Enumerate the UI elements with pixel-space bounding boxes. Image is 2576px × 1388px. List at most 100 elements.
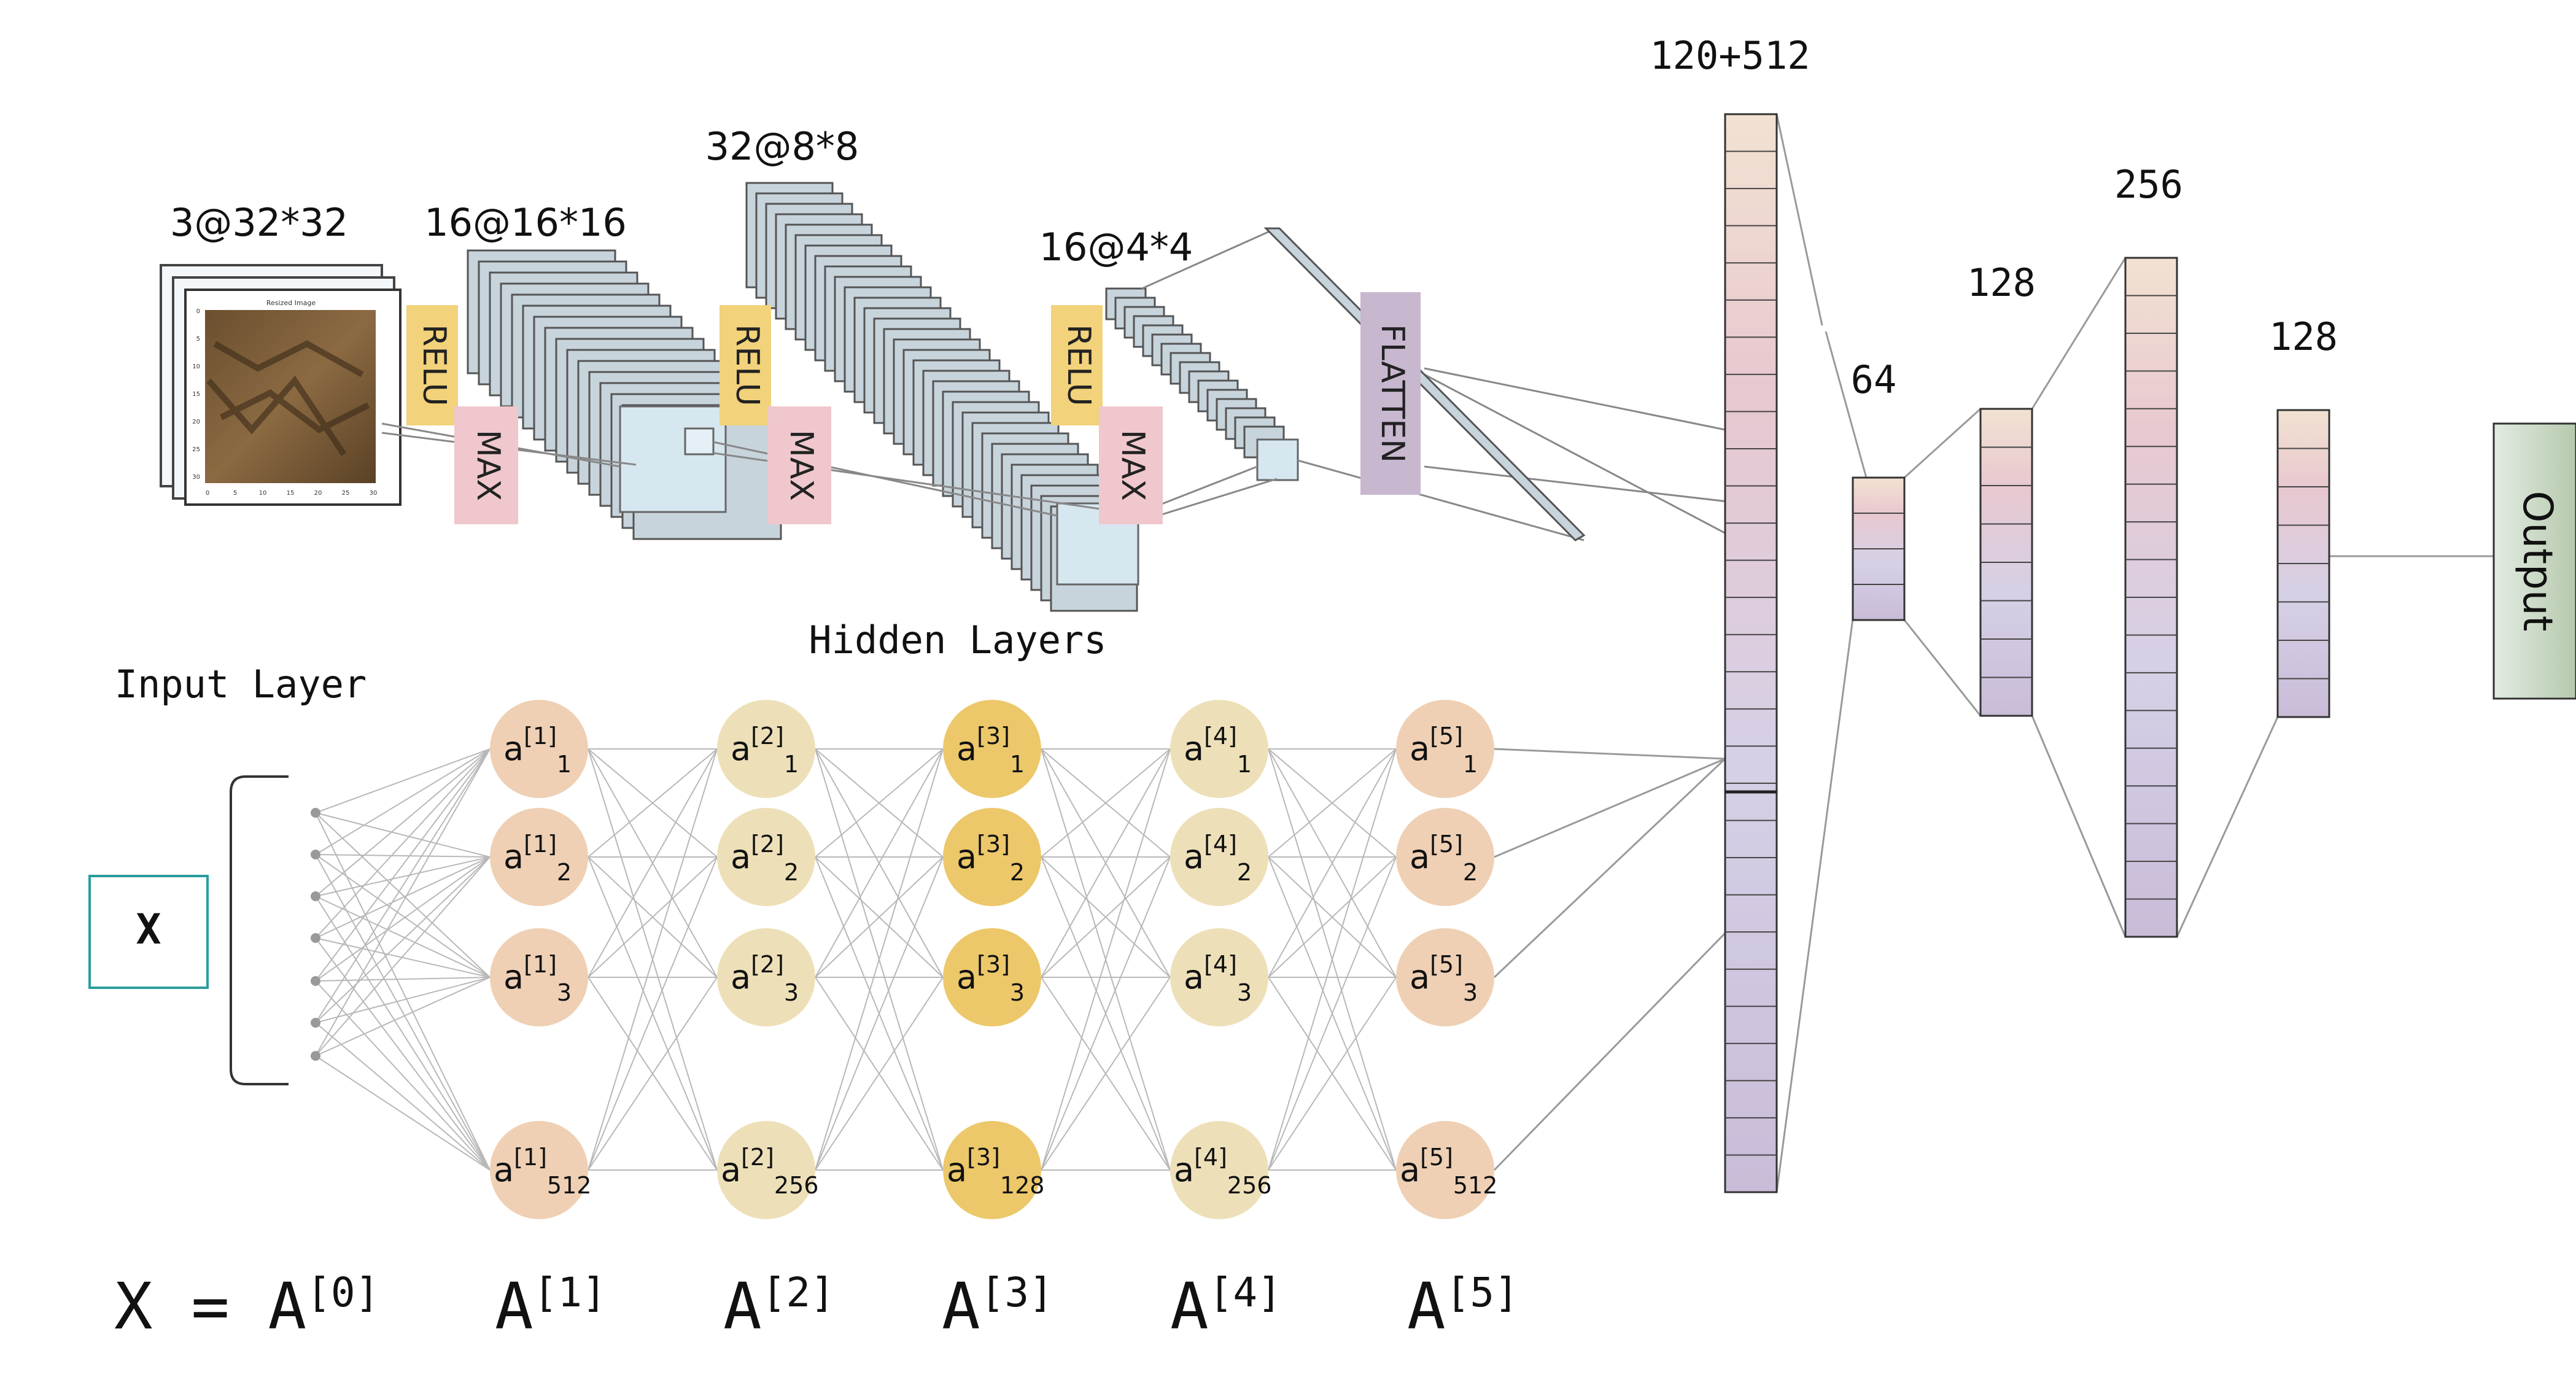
mlp-edge	[315, 856, 491, 1057]
svg-text:a[5]1: a[5]1	[1410, 723, 1478, 778]
svg-text:a[2]1: a[2]1	[731, 723, 799, 778]
svg-text:a[5]512: a[5]512	[1400, 1144, 1497, 1199]
layer-bottom-labels: X = A[0]A[1]A[2]A[3]A[4]A[5]	[114, 1269, 1519, 1344]
neuron-name: a	[731, 837, 751, 876]
svg-text:a[1]1: a[1]1	[503, 723, 572, 778]
neuron-node: a[1]1	[490, 700, 588, 798]
neuron-superscript: [2]	[751, 723, 784, 750]
dense-connection-line	[1825, 331, 1868, 478]
mlp-edge	[588, 977, 718, 1171]
svg-text:a[2]2: a[2]2	[731, 831, 799, 886]
neuron-subscript: 3	[557, 979, 572, 1006]
neuron-superscript: [1]	[514, 1144, 547, 1171]
neuron-name: a	[956, 837, 977, 876]
dense-column: 128	[1967, 260, 2036, 717]
thumbnail-title: Resized Image	[266, 299, 316, 307]
neuron-superscript: [5]	[1420, 1144, 1453, 1171]
mlp-edge	[588, 748, 718, 1171]
mlp-edge	[315, 812, 491, 1171]
max-label: MAX	[767, 406, 831, 524]
thumbnail-tick-label: 0	[206, 490, 209, 497]
svg-text:a[1]3: a[1]3	[503, 951, 572, 1006]
neuron-subscript: 256	[1227, 1172, 1272, 1199]
neuron-subscript: 128	[1000, 1172, 1045, 1199]
dense-column-label: 120+512	[1650, 33, 1810, 78]
neuron-superscript: [2]	[751, 951, 784, 978]
neuron-name: a	[1184, 837, 1204, 876]
neuron-subscript: 1	[1463, 751, 1478, 778]
mlp-edge	[588, 856, 718, 1171]
dense-column-label: 128	[1967, 260, 2036, 305]
mlp-edge	[1041, 856, 1171, 1171]
neuron-subscript: 1	[1237, 751, 1252, 778]
svg-text:a[5]3: a[5]3	[1410, 951, 1478, 1006]
neuron-node: a[4]1	[1170, 700, 1268, 798]
mlp-to-dense-edge	[1493, 932, 1726, 1171]
neuron-subscript: 3	[1010, 979, 1025, 1006]
neuron-node: a[2]256	[717, 1121, 818, 1219]
neuron-node: a[4]2	[1170, 808, 1268, 906]
input-dot	[311, 933, 320, 943]
mlp-edge	[815, 977, 944, 1171]
mlp-edge	[588, 748, 718, 858]
thumbnail-tick-label: 10	[259, 490, 267, 497]
dense-column: 128	[2269, 314, 2338, 718]
mlp-edge	[815, 856, 944, 978]
cnn-stage-label: 32@8*8	[705, 124, 859, 169]
neuron-subscript: 256	[774, 1172, 819, 1199]
mlp-to-dense-edge	[1493, 758, 1726, 979]
neuron-name: a	[947, 1150, 967, 1189]
svg-text:MAX: MAX	[783, 430, 820, 501]
mlp-edge	[315, 977, 491, 1057]
thumbnail-tick-label: 20	[192, 419, 200, 425]
thumbnail-tick-label: 30	[192, 474, 200, 481]
svg-text:RELU: RELU	[416, 324, 452, 406]
mlp-to-dense-edge	[1494, 748, 1726, 760]
input-layer-label: Input Layer	[115, 662, 367, 707]
mlp-edge	[315, 812, 491, 858]
mlp-edge	[1041, 856, 1171, 978]
max-label: MAX	[454, 406, 518, 524]
neuron-subscript: 2	[557, 859, 572, 886]
cnn-stage-label: 16@16*16	[424, 200, 627, 245]
neuron-node: a[4]3	[1170, 928, 1268, 1026]
dense-connection-line	[1903, 408, 1982, 479]
dense-connections	[1775, 114, 2494, 1193]
svg-text:a[2]256: a[2]256	[721, 1144, 818, 1199]
output-box: Output	[2493, 422, 2576, 700]
pooling-windows	[619, 405, 1299, 586]
neuron-name: a	[721, 1150, 741, 1189]
thumbnail-tick-label: 5	[196, 336, 200, 343]
mlp-edge	[315, 748, 491, 855]
neuron-superscript: [1]	[524, 831, 557, 858]
thumbnail-image	[205, 310, 376, 483]
svg-text:a[4]3: a[4]3	[1184, 951, 1252, 1006]
neuron-superscript: [3]	[977, 723, 1010, 750]
dense-connection-line	[1775, 114, 1823, 326]
dense-connection-line	[1775, 618, 1854, 1193]
hidden-layers-label: Hidden Layers	[809, 618, 1106, 662]
thumbnail-tick-label: 30	[370, 490, 378, 497]
layer-bottom-label: A[2]	[723, 1269, 835, 1344]
cnn-stage-label: 3@32*32	[170, 200, 348, 245]
mlp-edge	[315, 748, 491, 939]
neuron-superscript: [4]	[1194, 1144, 1227, 1171]
neuron-superscript: [3]	[967, 1144, 1000, 1171]
mlp-edge	[1268, 977, 1397, 1171]
svg-text:a[2]3: a[2]3	[731, 951, 799, 1006]
mlp-edge	[815, 856, 944, 1171]
mlp-edge	[315, 1022, 491, 1171]
neuron-subscript: 1	[557, 751, 572, 778]
mlp-edge	[315, 896, 491, 978]
mlp-edge	[315, 977, 491, 982]
neuron-node: a[1]512	[490, 1121, 591, 1219]
mlp-edge	[315, 1055, 491, 1171]
svg-text:a[3]3: a[3]3	[956, 951, 1025, 1006]
thumbnail-tick-label: 5	[233, 490, 237, 497]
neuron-superscript: [5]	[1430, 723, 1463, 750]
dense-connection-line	[2031, 257, 2127, 409]
neuron-subscript: 2	[784, 859, 799, 886]
neuron-name: a	[503, 729, 524, 768]
